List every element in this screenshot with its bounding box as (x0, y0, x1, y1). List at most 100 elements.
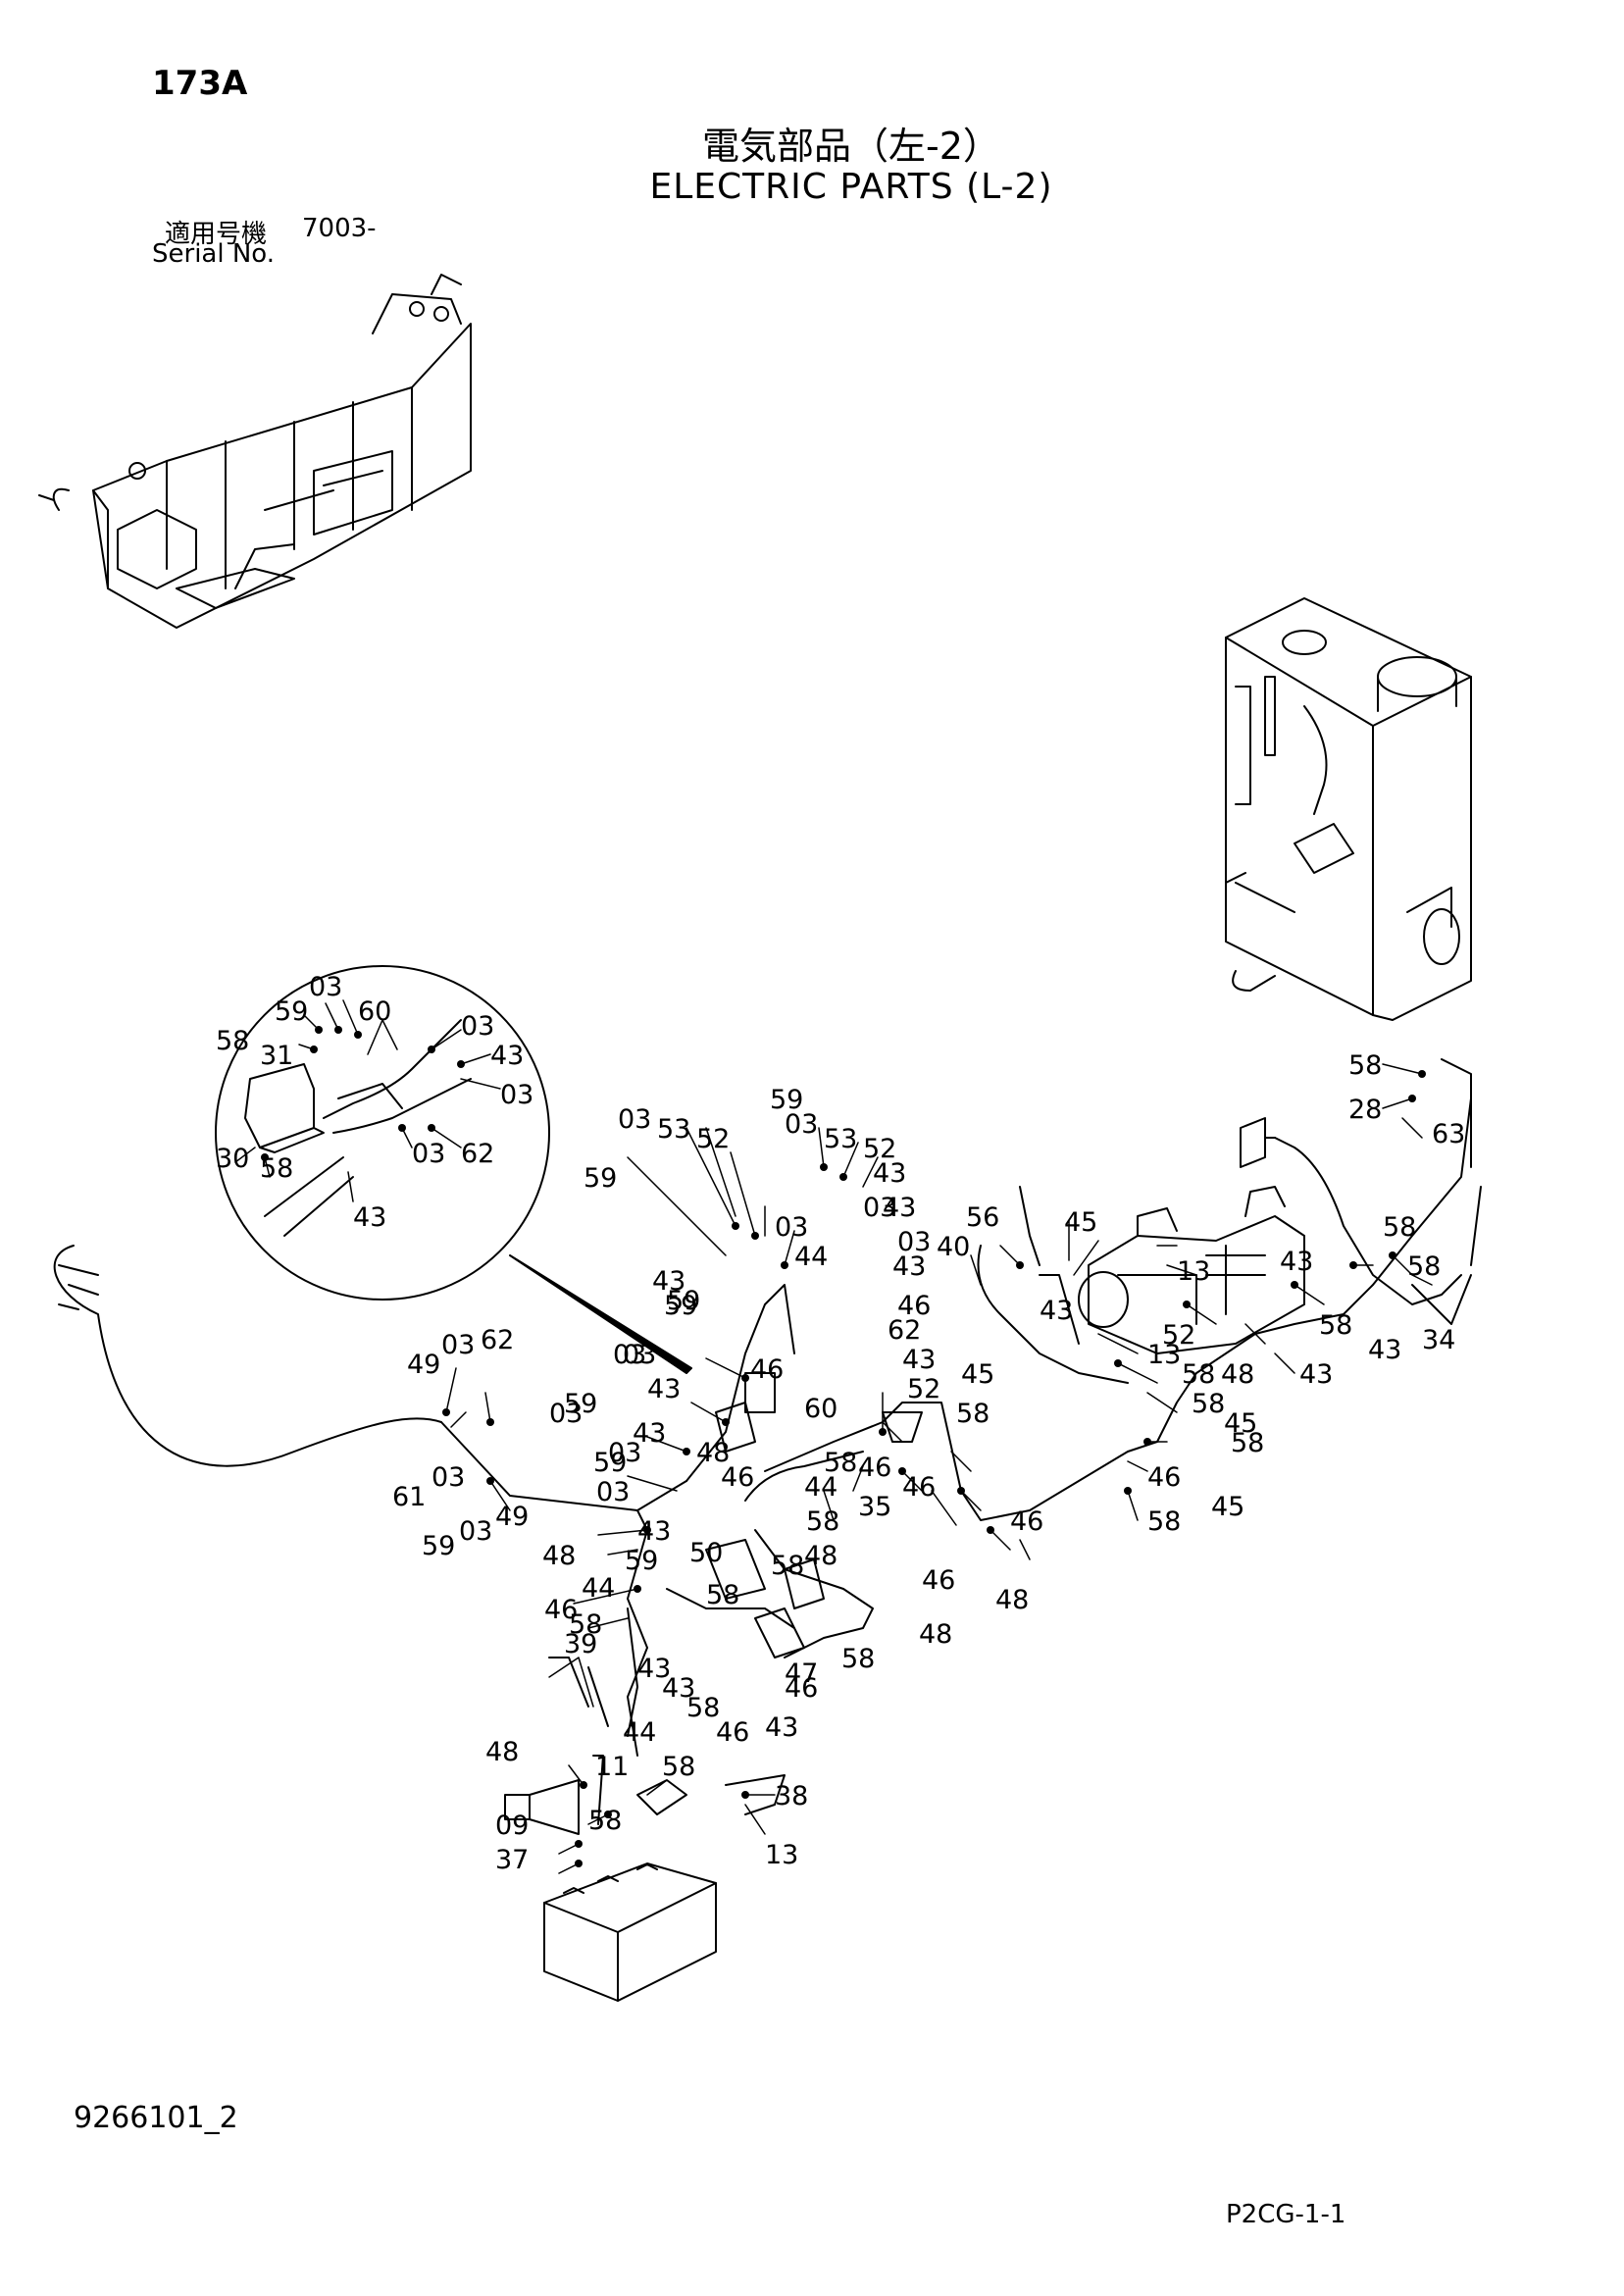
callout-label: 46 (1147, 1462, 1181, 1493)
callout-label: 35 (858, 1492, 891, 1522)
callout-label: 03 (461, 1011, 494, 1042)
callout-label: 03 (618, 1104, 651, 1135)
callout-label: 44 (582, 1573, 615, 1604)
callout-label: 03 (412, 1139, 445, 1169)
callout-label: 48 (919, 1619, 952, 1650)
callout-label: 61 (392, 1482, 426, 1512)
callout-label: 58 (662, 1752, 695, 1782)
title-japanese: 電気部品（左-2） (702, 125, 1000, 168)
callout-label: 49 (495, 1502, 529, 1532)
pump-assembly-drawing (1078, 1117, 1305, 1354)
callout-label: 43 (1299, 1359, 1333, 1390)
callout-label: 58 (1231, 1428, 1264, 1458)
callout-label: 52 (696, 1124, 730, 1154)
callout-label: 45 (961, 1359, 994, 1390)
callout-label: 43 (633, 1418, 666, 1449)
callout-label: 43 (883, 1193, 916, 1223)
callout-label: 58 (841, 1644, 875, 1674)
callout-label: 59 (584, 1163, 617, 1194)
sheet-code: P2CG-1-1 (1226, 2200, 1346, 2229)
callout-label: 03 (785, 1109, 818, 1140)
battery-horn-drawing (504, 1607, 786, 2002)
callout-label: 03 (441, 1330, 475, 1360)
callout-label: 45 (1211, 1492, 1244, 1522)
callout-label: 59 (667, 1286, 700, 1316)
callout-label: 58 (956, 1399, 990, 1429)
fastener-dots (261, 1026, 1426, 1867)
callout-label: 59 (593, 1448, 627, 1478)
callout-label: 03 (459, 1516, 492, 1547)
callout-label: 58 (1319, 1310, 1352, 1341)
callout-label: 03 (309, 972, 342, 1002)
callout-label: 44 (804, 1472, 837, 1503)
callout-label: 60 (358, 996, 391, 1027)
callout-label: 43 (652, 1266, 685, 1297)
callout-label: 48 (995, 1585, 1029, 1615)
callout-label: 48 (696, 1438, 730, 1468)
callout-label: 58 (1407, 1251, 1441, 1282)
callout-label: 03 (775, 1212, 808, 1243)
callout-label: 38 (775, 1781, 808, 1811)
callout-label: 47 (785, 1658, 818, 1689)
machine-overview-drawing (38, 274, 472, 629)
callout-label: 03 (613, 1340, 646, 1370)
callout-label: 40 (937, 1232, 970, 1262)
leader-lines (234, 999, 1433, 1874)
callout-label: 46 (750, 1354, 784, 1385)
callout-label: 59 (625, 1546, 658, 1576)
callout-label: 43 (1368, 1335, 1401, 1365)
callout-label: 46 (902, 1472, 936, 1503)
callout-label: 48 (542, 1541, 576, 1571)
callout-label: 43 (490, 1041, 524, 1071)
callout-label: 58 (588, 1806, 622, 1836)
callout-label: 43 (637, 1516, 671, 1547)
callout-label: 58 (569, 1609, 602, 1640)
callout-label: 43 (1280, 1247, 1313, 1277)
callout-label: 13 (1177, 1256, 1210, 1287)
callout-label: 46 (922, 1565, 955, 1596)
callout-label: 43 (765, 1712, 798, 1743)
callout-label: 52 (1162, 1320, 1195, 1351)
callout-label: 49 (407, 1350, 440, 1380)
callout-label: 46 (544, 1595, 578, 1625)
callout-label: 59 (564, 1389, 597, 1419)
callout-label: 52 (863, 1134, 896, 1164)
callout-label: 53 (657, 1114, 690, 1145)
callout-label: 03 (863, 1193, 896, 1223)
hydraulic-tank-drawing (1225, 597, 1472, 1021)
callout-label: 58 (260, 1153, 293, 1184)
callout-label: 45 (1064, 1207, 1097, 1238)
callout-label: 58 (706, 1580, 739, 1610)
callout-label: 39 (564, 1629, 597, 1659)
callout-label: 03 (623, 1340, 656, 1370)
callout-label: 43 (902, 1345, 936, 1375)
callout-label: 58 (1383, 1212, 1416, 1243)
callout-label: 46 (785, 1673, 818, 1704)
callout-label: 13 (1147, 1340, 1181, 1370)
callout-label: 11 (595, 1752, 629, 1782)
callout-label: 58 (806, 1506, 839, 1537)
callout-label: 48 (1221, 1359, 1254, 1390)
serial-label-jp: 適用号機 (165, 220, 268, 249)
callout-label: 58 (1147, 1506, 1181, 1537)
callout-label: 28 (1348, 1095, 1382, 1125)
callout-label: 46 (716, 1717, 749, 1748)
callout-label: 62 (461, 1139, 494, 1169)
callout-label: 48 (804, 1541, 837, 1571)
page-number: 173A (152, 64, 248, 103)
callout-label: 59 (422, 1531, 455, 1561)
callout-label: 03 (500, 1080, 533, 1110)
callout-label: 58 (1348, 1050, 1382, 1081)
callout-label: 13 (765, 1840, 798, 1870)
callout-label: 43 (647, 1374, 681, 1404)
callout-label: 46 (1010, 1506, 1043, 1537)
callout-label: 03 (549, 1399, 583, 1429)
callout-label: 48 (485, 1737, 519, 1767)
callout-label: 59 (275, 996, 308, 1027)
callout-label: 37 (495, 1845, 529, 1875)
callout-label: 58 (216, 1026, 249, 1056)
callout-label: 58 (1192, 1389, 1225, 1419)
callout-label: 44 (623, 1717, 656, 1748)
